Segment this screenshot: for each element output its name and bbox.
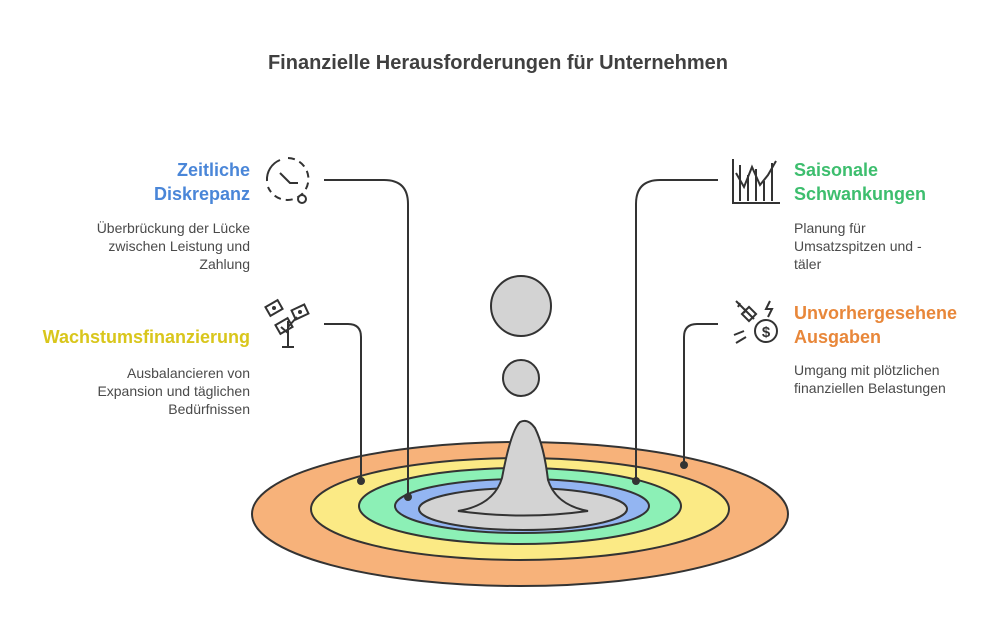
connector-saisonal [635, 179, 718, 481]
sudden-expense-icon: $ [733, 300, 778, 344]
droplet-large [490, 275, 552, 337]
item-desc-saisonal: Planung für Umsatzspitzen und - täler [794, 220, 922, 272]
splash-peak [457, 419, 589, 517]
item-title-unvorher: Unvorhergesehene Ausgaben [794, 303, 958, 347]
item-title-saisonal: Saisonale Schwankungen [794, 160, 927, 204]
connector-unvorher [683, 323, 718, 465]
money-plant-icon [264, 298, 310, 348]
connector-wachstum [324, 323, 362, 481]
connector-zeitliche [324, 179, 409, 497]
droplet-small [502, 359, 540, 397]
page-title: Finanzielle Herausforderungen für Untern… [267, 52, 729, 74]
svg-text:$: $ [762, 324, 771, 341]
item-title-zeitliche: Zeitliche Diskrepanz [153, 160, 250, 204]
item-desc-wachstum: Ausbalancieren von Expansion und täglich… [97, 365, 250, 417]
item-desc-zeitliche: Überbrückung der Lücke zwischen Leistung… [96, 220, 250, 272]
item-desc-unvorher: Umgang mit plötzlichen finanziellen Bela… [794, 362, 946, 396]
fluctuation-chart-icon [732, 159, 780, 204]
clock-delay-icon [265, 157, 310, 204]
item-title-wachstum: Wachstumsfinanzierung [42, 327, 250, 347]
